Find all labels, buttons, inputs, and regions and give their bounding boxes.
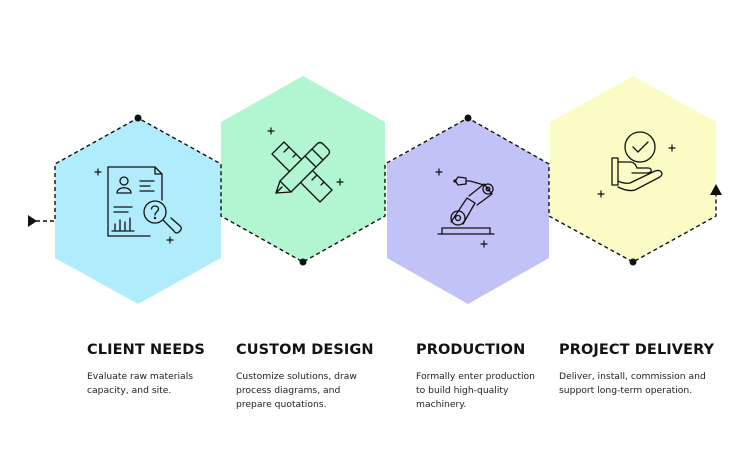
step-description: Customize solutions, draw process diagra… bbox=[236, 371, 357, 410]
step-title: CLIENT NEEDS bbox=[87, 342, 205, 358]
step-production: PRODUCTION Formally enter production to … bbox=[416, 342, 586, 412]
end-arrow-icon bbox=[710, 184, 722, 195]
hexagon-project-delivery bbox=[550, 76, 716, 262]
dashed-connector bbox=[36, 117, 717, 263]
step-title: CUSTOM DESIGN bbox=[236, 342, 374, 358]
step-description: Evaluate raw materials capacity, and sit… bbox=[87, 371, 194, 396]
hand-check-icon bbox=[611, 131, 663, 192]
step-project-delivery: PROJECT DELIVERY Deliver, install, commi… bbox=[559, 342, 729, 398]
step-title: PROJECT DELIVERY bbox=[559, 342, 715, 358]
start-arrow-icon bbox=[28, 215, 37, 227]
step-client-needs: CLIENT NEEDS Evaluate raw materials capa… bbox=[87, 342, 257, 398]
step-title: PRODUCTION bbox=[416, 342, 526, 358]
connector-dot bbox=[464, 114, 472, 122]
hexagon-client-needs bbox=[55, 118, 221, 304]
step-custom-design: CUSTOM DESIGN Customize solutions, draw … bbox=[236, 342, 406, 412]
pencil-ruler-icon bbox=[271, 141, 333, 203]
connector-dot bbox=[134, 114, 142, 122]
connector-dot bbox=[299, 258, 307, 266]
robot-arm-icon bbox=[437, 176, 495, 235]
plus-sparkles bbox=[94, 127, 676, 248]
step-description: Deliver, install, commission and support… bbox=[559, 371, 706, 396]
step-description: Formally enter production to build high-… bbox=[416, 371, 535, 410]
hexagon-production bbox=[387, 118, 549, 304]
document-search-icon bbox=[107, 166, 182, 237]
connector-dot bbox=[629, 258, 637, 266]
